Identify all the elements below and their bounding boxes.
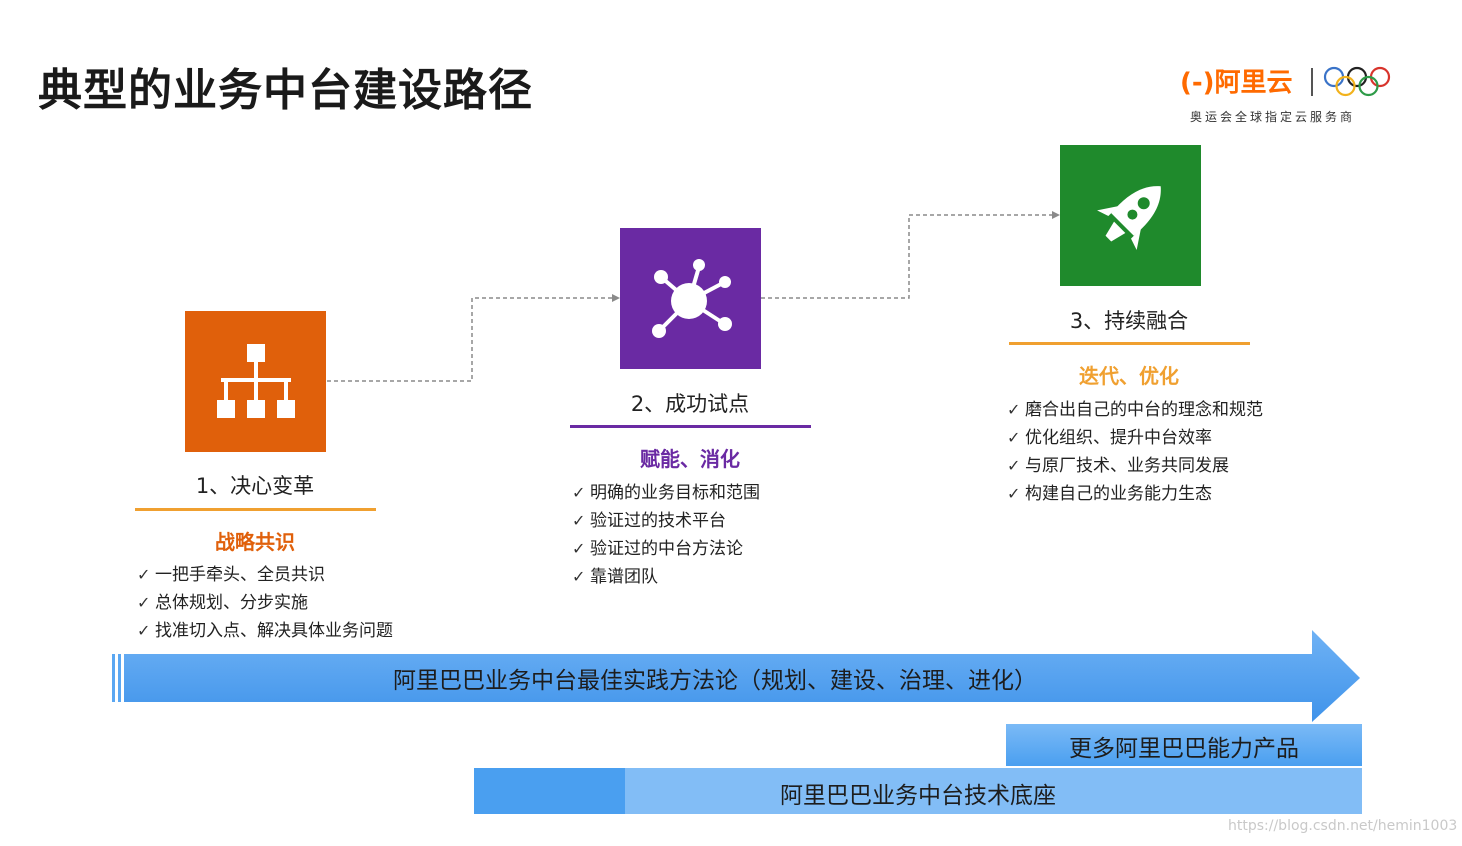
tech-base-band [474, 768, 1362, 814]
step-2-bullet-list: ✓明确的业务目标和范围 ✓验证过的技术平台 ✓验证过的中台方法论 ✓靠谱团队 [572, 479, 760, 591]
step-1-heading: 战略共识 [215, 530, 295, 554]
check-icon: ✓ [137, 621, 151, 640]
check-icon: ✓ [572, 511, 586, 530]
check-icon: ✓ [1007, 456, 1021, 475]
step-3-icon-box [1060, 145, 1201, 286]
step-1-underline [135, 508, 376, 511]
logo-divider [1311, 68, 1313, 96]
network-hub-icon [651, 258, 732, 338]
step-2-label: 2、成功试点 [630, 392, 750, 416]
list-item: ✓靠谱团队 [572, 563, 760, 591]
step-1-icon-box [185, 311, 326, 452]
logo-subtitle: 奥运会全球指定云服务商 [1190, 110, 1356, 124]
check-icon: ✓ [1007, 400, 1021, 419]
product-band-text: 更多阿里巴巴能力产品 [1069, 736, 1299, 762]
list-item: ✓验证过的技术平台 [572, 507, 760, 535]
list-item: ✓优化组织、提升中台效率 [1007, 424, 1263, 452]
check-icon: ✓ [137, 565, 151, 584]
check-icon: ✓ [572, 539, 586, 558]
list-item: ✓明确的业务目标和范围 [572, 479, 760, 507]
step-3-heading: 迭代、优化 [1079, 364, 1179, 388]
step-2-icon-box [620, 228, 761, 369]
step-3-underline [1009, 342, 1250, 345]
watermark-url: https://blog.csdn.net/hemin1003 [1228, 818, 1458, 834]
rocket-icon [1096, 185, 1161, 250]
aliyun-logo: (-)阿里云 奥运会全球指定云服务商 [1180, 62, 1395, 128]
list-item: ✓磨合出自己的中台的理念和规范 [1007, 396, 1263, 424]
methodology-arrow [112, 630, 1360, 722]
list-item: ✓与原厂技术、业务共同发展 [1007, 452, 1263, 480]
olympic-rings-icon [1323, 66, 1391, 97]
check-icon: ✓ [1007, 484, 1021, 503]
list-item: ✓验证过的中台方法论 [572, 535, 760, 563]
logo-brand-text: (-)阿里云 [1180, 68, 1293, 98]
list-item: ✓总体规划、分步实施 [137, 589, 393, 617]
step-2-heading: 赋能、消化 [640, 447, 740, 471]
org-chart-icon [216, 343, 295, 418]
list-item: ✓构建自己的业务能力生态 [1007, 480, 1263, 508]
check-icon: ✓ [572, 567, 586, 586]
step-3-bullet-list: ✓磨合出自己的中台的理念和规范 ✓优化组织、提升中台效率 ✓与原厂技术、业务共同… [1007, 396, 1263, 508]
check-icon: ✓ [137, 593, 151, 612]
list-item: ✓找准切入点、解决具体业务问题 [137, 617, 393, 645]
page-title: 典型的业务中台建设路径 [38, 65, 533, 116]
tech-base-band-text: 阿里巴巴业务中台技术底座 [780, 783, 1056, 809]
step-1-label: 1、决心变革 [195, 474, 315, 498]
step-3-label: 3、持续融合 [1069, 309, 1189, 333]
step-1-bullet-list: ✓一把手牵头、全员共识 ✓总体规划、分步实施 ✓找准切入点、解决具体业务问题 [137, 561, 393, 645]
product-band [1006, 724, 1362, 766]
list-item: ✓一把手牵头、全员共识 [137, 561, 393, 589]
check-icon: ✓ [1007, 428, 1021, 447]
check-icon: ✓ [572, 483, 586, 502]
methodology-arrow-text: 阿里巴巴业务中台最佳实践方法论（规划、建设、治理、进化） [393, 668, 1037, 694]
step-2-underline [570, 425, 811, 428]
